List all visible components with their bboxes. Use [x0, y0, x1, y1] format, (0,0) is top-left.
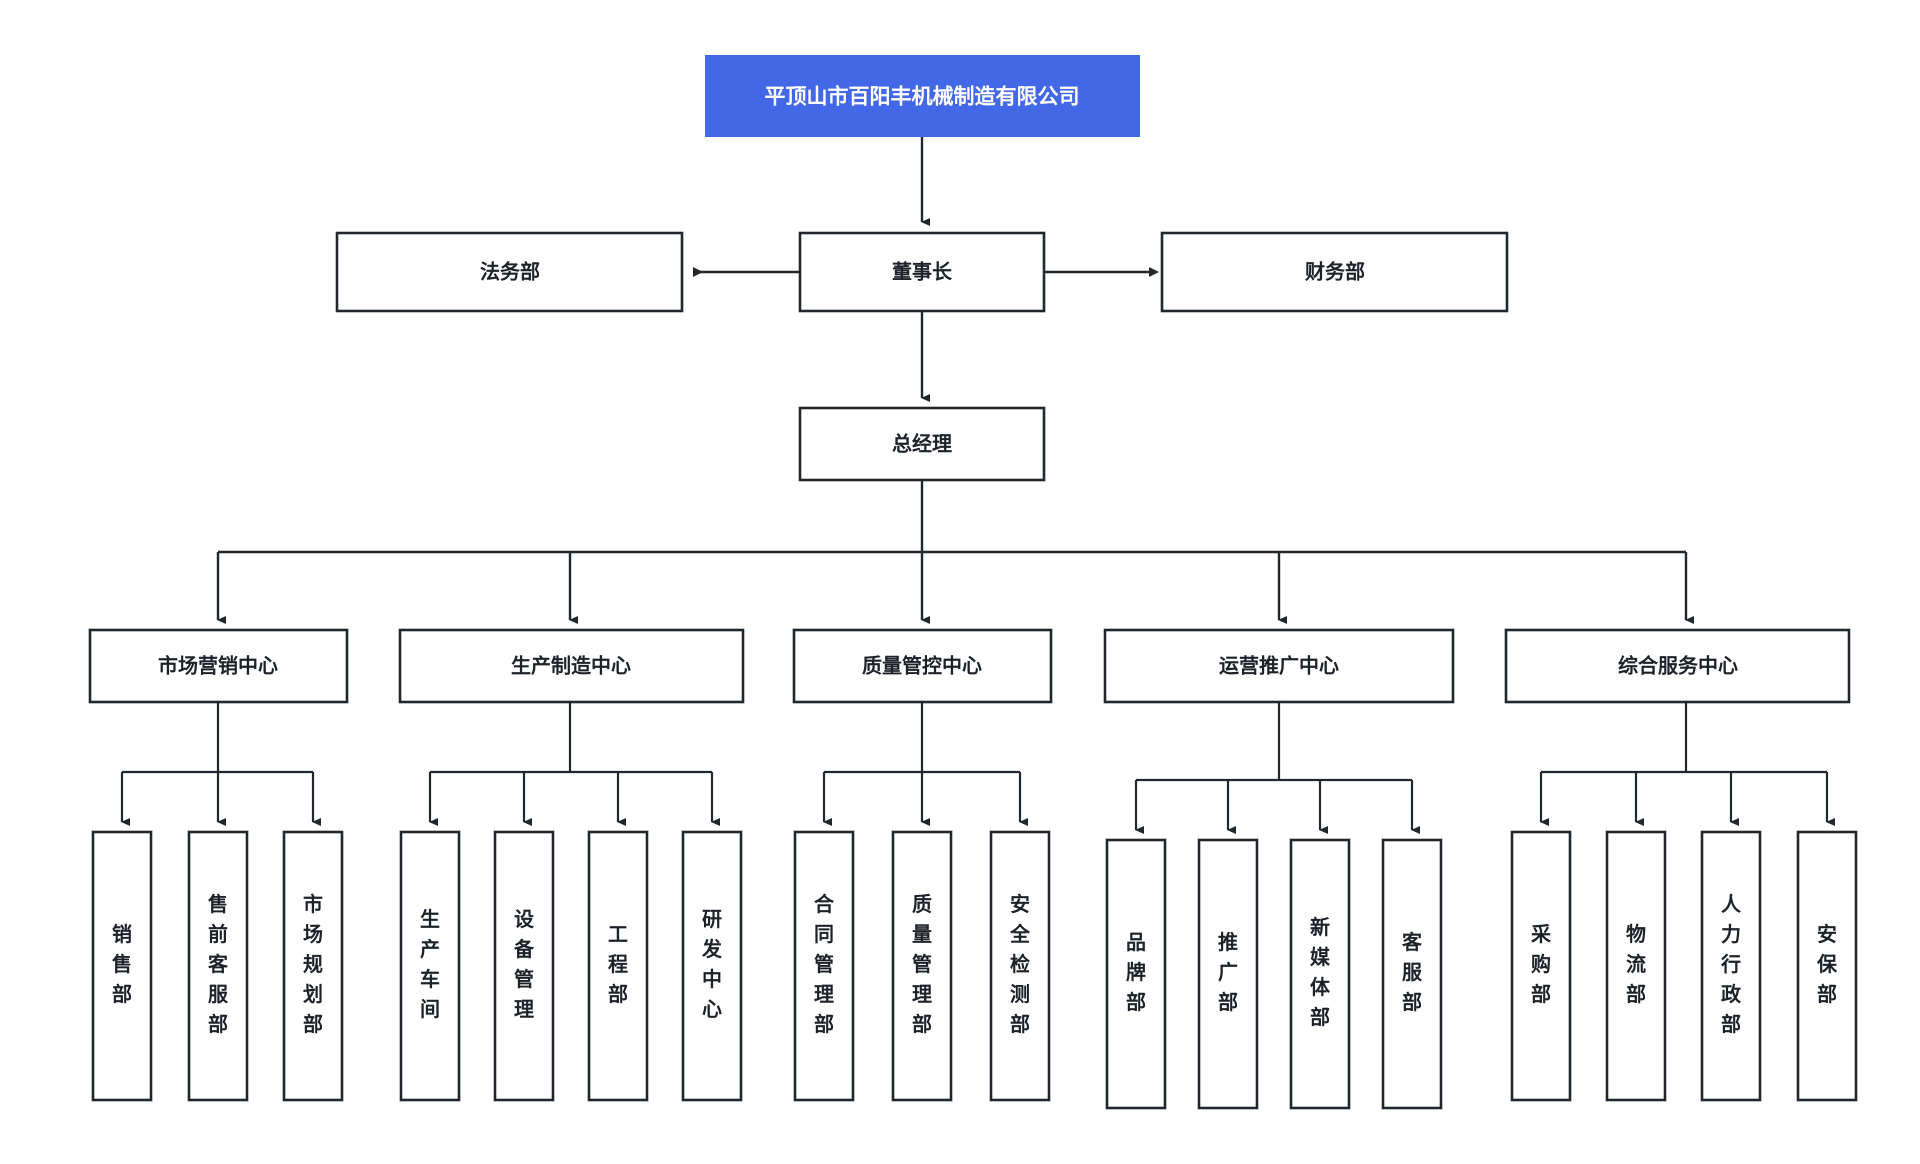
node-dept-3-2[interactable]: 新媒体部: [1289, 838, 1351, 1110]
dept-4-0-label: 采购部: [1531, 923, 1551, 1006]
dept-4-3-label: 安保部: [1816, 922, 1838, 1006]
dept-4-1-box[interactable]: [1605, 830, 1667, 1102]
root-label: 平顶山市百阳丰机械制造有限公司: [765, 85, 1080, 109]
center-2-label: 质量管控中心: [862, 653, 982, 677]
dept-0-2-box[interactable]: [282, 830, 344, 1102]
dept-2-0-label: 合同管理部: [814, 892, 835, 1036]
center-0-box[interactable]: [88, 628, 349, 704]
node-dept-4-0[interactable]: 采购部: [1510, 830, 1572, 1102]
node-general-manager[interactable]: 总经理: [798, 406, 1046, 482]
node-dept-1-2[interactable]: 工程部: [587, 830, 649, 1102]
dept-2-0-box[interactable]: [793, 830, 855, 1102]
dept-1-2-label: 工程部: [608, 924, 628, 1006]
dept-0-0-box[interactable]: [91, 830, 153, 1102]
node-center-2[interactable]: 质量管控中心: [792, 628, 1053, 704]
node-center-0[interactable]: 市场营销中心: [88, 628, 349, 704]
node-root-company[interactable]: 平顶山市百阳丰机械制造有限公司: [705, 55, 1140, 137]
node-dept-3-3[interactable]: 客服部: [1381, 838, 1443, 1110]
dept-1-3-box[interactable]: [681, 830, 743, 1102]
node-legal-department[interactable]: 法务部: [335, 231, 684, 313]
general-manager-box[interactable]: [798, 406, 1046, 482]
dept-3-0-label: 品牌部: [1126, 931, 1146, 1014]
dept-0-1-label: 售前客服部: [207, 892, 229, 1036]
node-dept-0-2[interactable]: 市场规划部: [282, 830, 344, 1102]
node-dept-2-2[interactable]: 安全检测部: [989, 830, 1051, 1102]
center-1-box[interactable]: [398, 628, 745, 704]
dept-1-0-label: 生产车间: [420, 908, 440, 1021]
finance-department-box[interactable]: [1160, 231, 1509, 313]
node-center-1[interactable]: 生产制造中心: [398, 628, 745, 704]
node-chairman[interactable]: 董事长: [798, 231, 1046, 313]
edge-layer: [120, 137, 1835, 834]
root-box[interactable]: [705, 55, 1140, 137]
node-dept-0-1[interactable]: 售前客服部: [187, 830, 249, 1102]
dept-4-3-box[interactable]: [1796, 830, 1858, 1102]
dept-1-1-box[interactable]: [493, 830, 555, 1102]
node-dept-4-1[interactable]: 物流部: [1605, 830, 1667, 1102]
node-dept-4-2[interactable]: 人力行政部: [1700, 830, 1762, 1102]
dept-3-3-label: 客服部: [1401, 930, 1423, 1014]
dept-1-0-box[interactable]: [399, 830, 461, 1102]
dept-2-2-box[interactable]: [989, 830, 1051, 1102]
dept-4-2-label: 人力行政部: [1720, 893, 1742, 1036]
node-dept-3-1[interactable]: 推广部: [1197, 838, 1259, 1110]
dept-1-1-label: 设备管理: [513, 908, 535, 1021]
node-dept-4-3[interactable]: 安保部: [1796, 830, 1858, 1102]
dept-1-2-box[interactable]: [587, 830, 649, 1102]
node-dept-2-0[interactable]: 合同管理部: [793, 830, 855, 1102]
legal-department-label: 法务部: [480, 259, 540, 283]
dept-4-0-box[interactable]: [1510, 830, 1572, 1102]
center-2-box[interactable]: [792, 628, 1053, 704]
dept-2-1-box[interactable]: [891, 830, 953, 1102]
legal-department-box[interactable]: [335, 231, 684, 313]
node-dept-1-0[interactable]: 生产车间: [399, 830, 461, 1102]
dept-0-0-label: 销售部: [112, 922, 132, 1006]
node-center-4[interactable]: 综合服务中心: [1504, 628, 1851, 704]
center-1-label: 生产制造中心: [511, 653, 631, 677]
dept-3-2-label: 新媒体部: [1310, 915, 1331, 1029]
dept-3-3-box[interactable]: [1381, 838, 1443, 1110]
center-4-box[interactable]: [1504, 628, 1851, 704]
node-dept-1-3[interactable]: 研发中心: [681, 830, 743, 1102]
node-dept-0-0[interactable]: 销售部: [91, 830, 153, 1102]
dept-1-3-label: 研发中心: [701, 909, 723, 1021]
dept-2-2-label: 安全检测部: [1009, 892, 1031, 1036]
center-3-label: 运营推广中心: [1219, 653, 1339, 677]
center-0-label: 市场营销中心: [158, 653, 278, 677]
dept-0-1-box[interactable]: [187, 830, 249, 1102]
dept-3-0-box[interactable]: [1105, 838, 1167, 1110]
dept-3-2-box[interactable]: [1289, 838, 1351, 1110]
finance-department-label: 财务部: [1305, 259, 1365, 283]
node-dept-1-1[interactable]: 设备管理: [493, 830, 555, 1102]
dept-0-2-label: 市场规划部: [303, 892, 323, 1036]
node-finance-department[interactable]: 财务部: [1160, 231, 1509, 313]
chairman-label: 董事长: [892, 259, 953, 283]
general-manager-label: 总经理: [892, 431, 952, 455]
node-center-3[interactable]: 运营推广中心: [1103, 628, 1455, 704]
node-dept-2-1[interactable]: 质量管理部: [891, 830, 953, 1102]
node-dept-3-0[interactable]: 品牌部: [1105, 838, 1167, 1110]
center-4-label: 综合服务中心: [1618, 653, 1738, 677]
chairman-box[interactable]: [798, 231, 1046, 313]
center-3-box[interactable]: [1103, 628, 1455, 704]
dept-4-1-label: 物流部: [1626, 922, 1646, 1006]
dept-3-1-box[interactable]: [1197, 838, 1259, 1110]
dept-2-1-label: 质量管理部: [912, 893, 932, 1036]
dept-4-2-box[interactable]: [1700, 830, 1762, 1102]
dept-3-1-label: 推广部: [1218, 930, 1238, 1014]
